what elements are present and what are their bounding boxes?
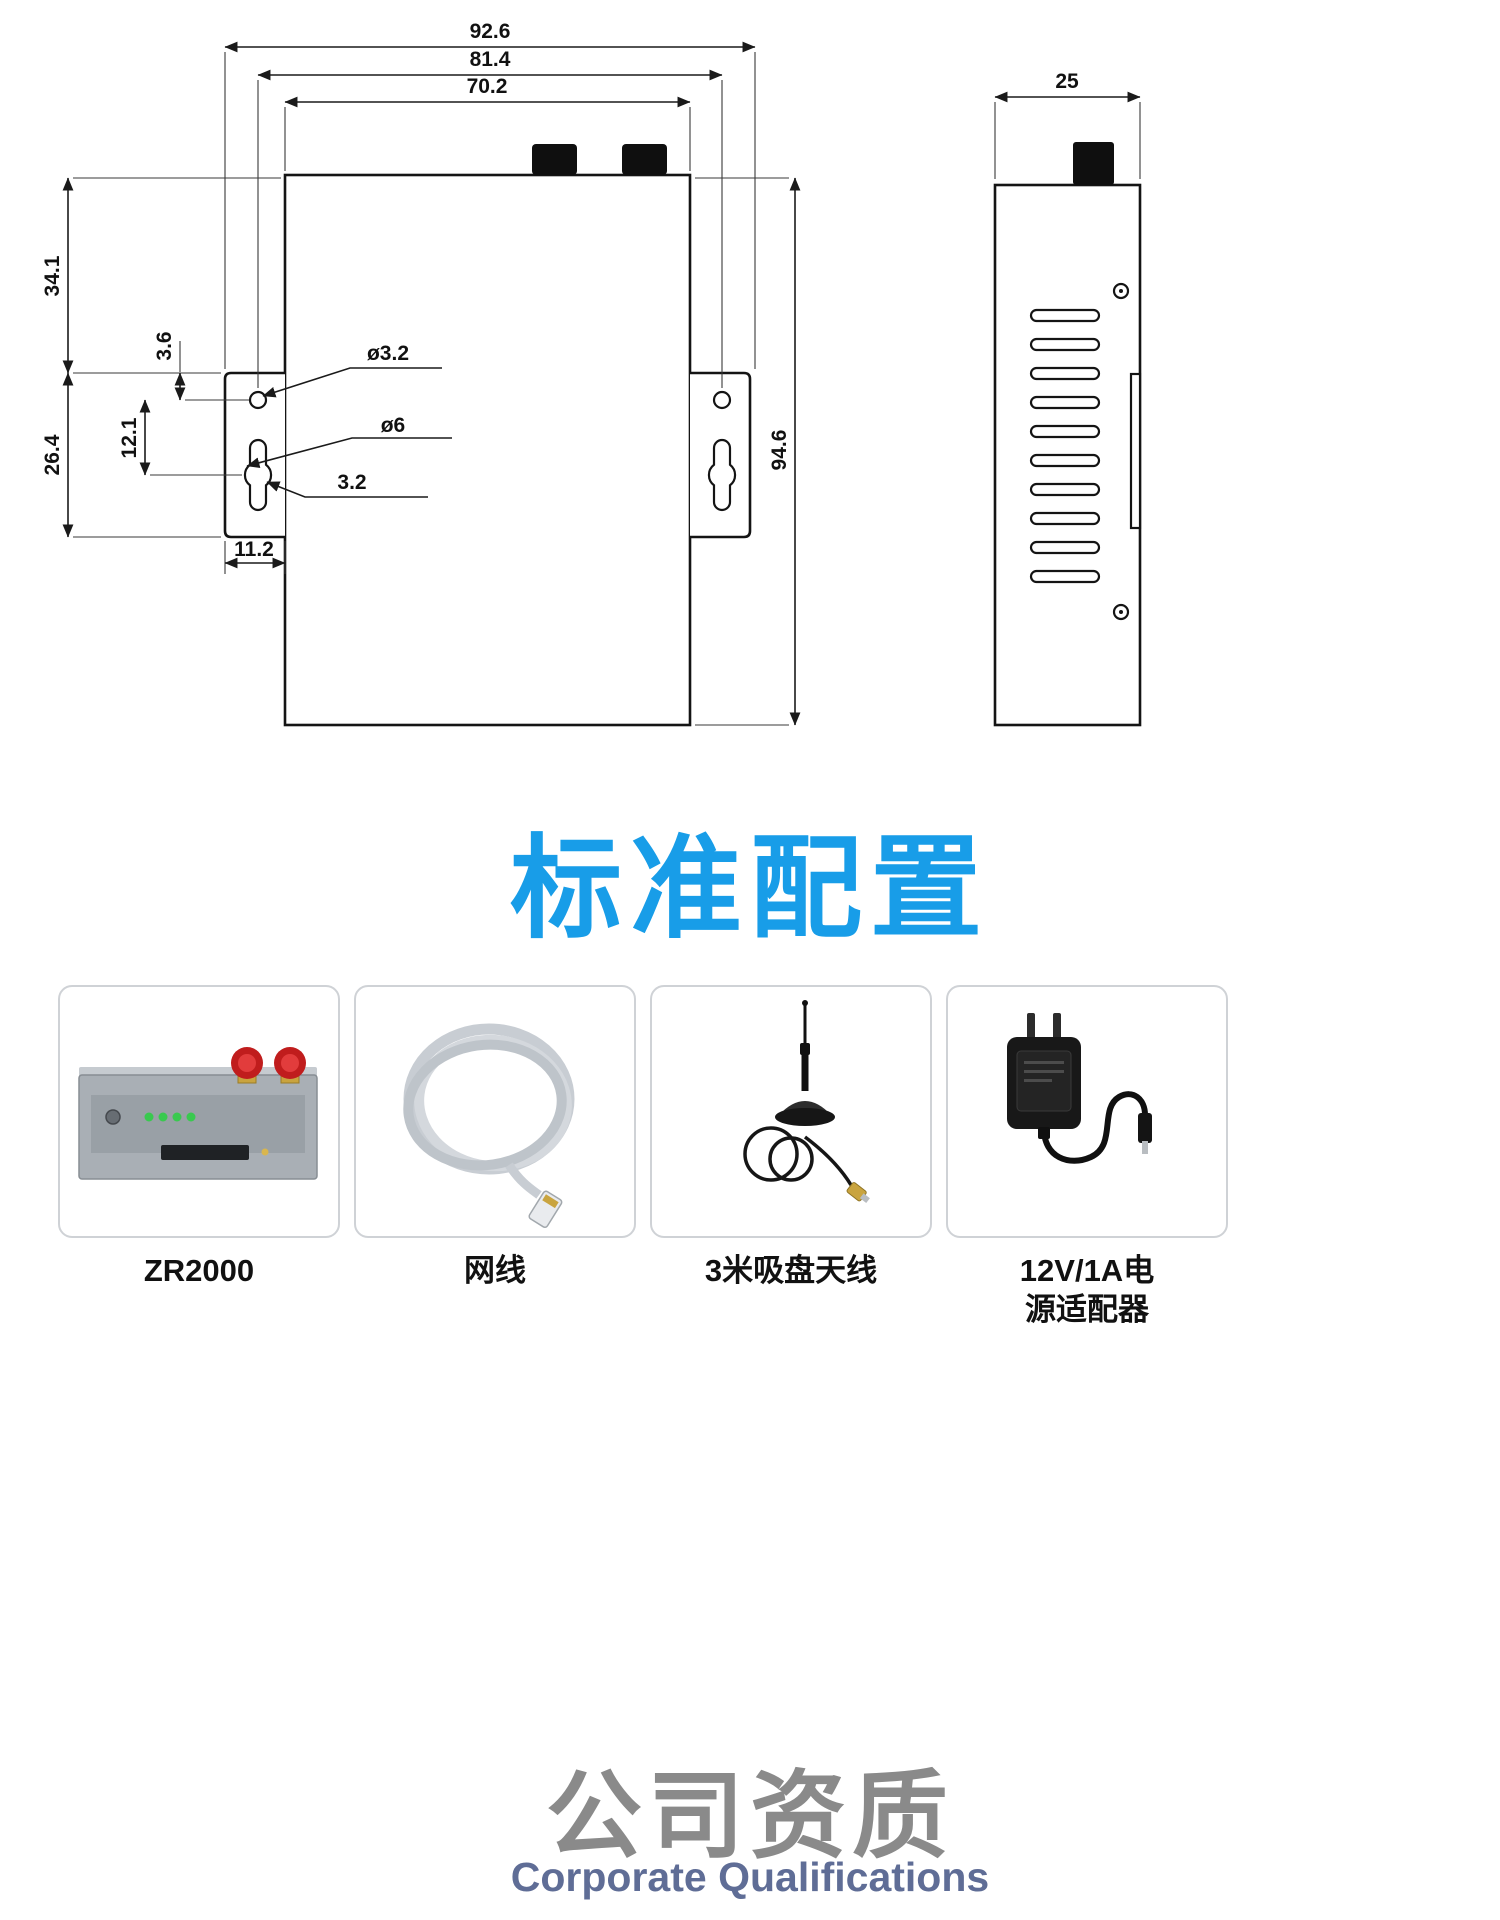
qualifications-subtitle: Corporate Qualifications — [510, 1854, 990, 1900]
config-item-label: ZR2000 — [143, 1253, 255, 1288]
led-icon — [158, 1112, 168, 1122]
antenna-connector-side — [1073, 142, 1114, 185]
standard-config-title: 标准配置 — [510, 826, 990, 951]
antenna-connector-right — [622, 144, 667, 175]
reset-button-icon — [105, 1109, 121, 1125]
network-cable-image — [403, 1023, 575, 1229]
config-item-image-box — [354, 985, 636, 1238]
config-item-label: 12V/1A电 源适配器 — [1019, 1253, 1155, 1327]
mounting-hole-left — [248, 390, 268, 410]
sim-slot-icon — [161, 1145, 249, 1160]
dim-width-inner: 70.2 — [467, 75, 508, 98]
config-item-image-box — [58, 985, 340, 1238]
config-item-adapter: 12V/1A电 源适配器 — [946, 985, 1228, 1330]
config-item-label: 3米吸盘天线 — [704, 1253, 878, 1288]
config-item-cable: 网线 — [354, 985, 636, 1330]
rj45-connector-icon — [528, 1190, 563, 1229]
dim-height-total: 94.6 — [768, 430, 791, 471]
dimension-lines — [62, 41, 801, 726]
dim-width-outer: 92.6 — [470, 20, 511, 43]
antenna-connector-left — [532, 144, 577, 175]
dim-depth: 25 — [1055, 70, 1079, 93]
dim-height-lower: 26.4 — [41, 434, 64, 475]
led-icon — [186, 1112, 196, 1122]
front-view: 92.6 81.4 70.2 34.1 26.4 3.6 12.1 ø3.2 ø… — [41, 20, 801, 727]
dim-height-upper: 34.1 — [41, 255, 64, 296]
technical-dimension-drawing: 92.6 81.4 70.2 34.1 26.4 3.6 12.1 ø3.2 ø… — [41, 20, 1142, 727]
standard-config-items: ZR2000 网线 — [58, 985, 1228, 1330]
plug-prong-icon — [1027, 1013, 1035, 1039]
config-item-antenna: 3米吸盘天线 — [650, 985, 932, 1330]
config-item-router: ZR2000 — [58, 985, 340, 1330]
qualifications-title: 公司资质 — [546, 1763, 954, 1870]
dim-hole-offset: 3.6 — [153, 331, 176, 360]
leader-slot-width — [266, 481, 428, 498]
dc-barrel-plug-icon — [1138, 1113, 1152, 1143]
config-item-image-box — [946, 985, 1228, 1238]
dim-bulge-dia: ø6 — [381, 414, 406, 437]
dim-tab-width: 11.2 — [234, 538, 274, 561]
plug-prong-icon — [1053, 1013, 1061, 1039]
extension-lines — [73, 52, 789, 726]
led-icon — [172, 1112, 182, 1122]
mounting-hole-right — [712, 390, 732, 410]
side-view: 25 — [993, 70, 1142, 727]
device-body-front — [283, 173, 692, 727]
router-image — [78, 1047, 318, 1180]
side-extension-lines — [994, 102, 1141, 179]
sma-plug-icon — [846, 1182, 870, 1204]
vent-slots — [1029, 308, 1101, 584]
dim-width-mid: 81.4 — [470, 48, 511, 71]
dim-slot-span: 12.1 — [118, 417, 141, 458]
config-item-label: 网线 — [464, 1253, 526, 1288]
leader-bulge-dia — [246, 437, 452, 469]
power-adapter-image — [1007, 1013, 1152, 1164]
led-icon — [144, 1112, 154, 1122]
config-item-image-box — [650, 985, 932, 1238]
side-groove — [1129, 372, 1142, 530]
suction-antenna-image — [743, 1000, 870, 1204]
dim-hole-dia: ø3.2 — [367, 342, 409, 365]
dim-slot-width: 3.2 — [337, 471, 366, 494]
leader-hole-dia — [262, 367, 442, 398]
